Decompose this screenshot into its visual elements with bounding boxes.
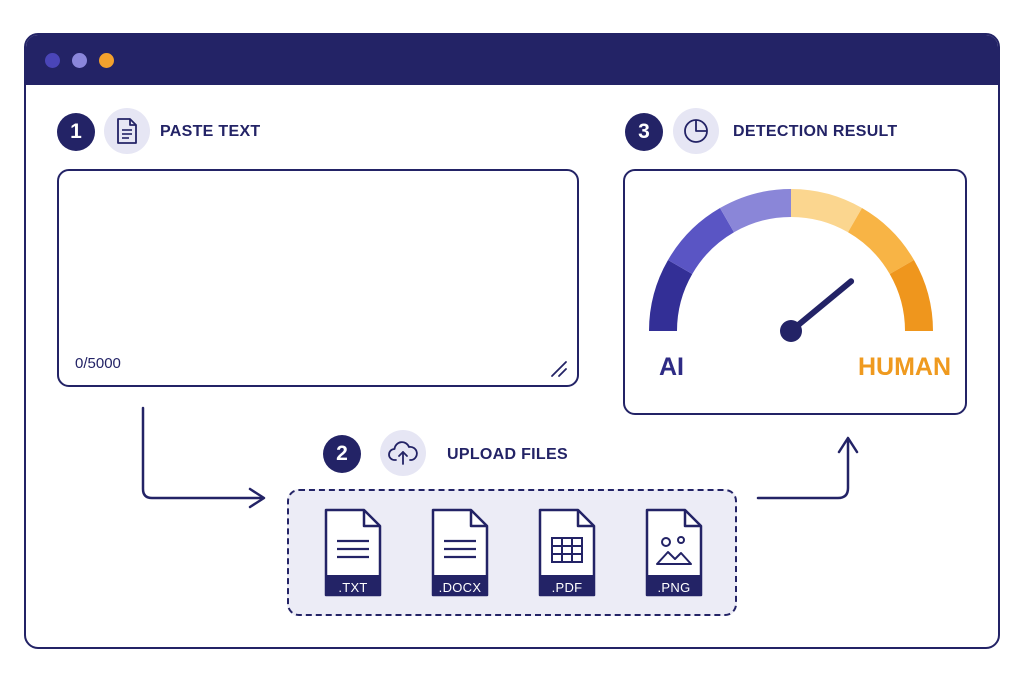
gauge-segment-human-mid [848,208,914,274]
arrow-paste-to-upload [141,406,264,500]
upload-files-heading: UPLOAD FILES [447,446,568,463]
detection-gauge [649,189,933,342]
file-ext-label: .PNG [657,580,691,595]
window-dot-2[interactable] [72,53,87,68]
gauge-segment-ai-mid [668,208,734,274]
arrow-upload-to-result [756,438,850,500]
pdf-file[interactable]: .PDF [537,507,597,598]
file-ext-label: .TXT [338,580,368,595]
gauge-hub [780,320,802,342]
resize-handle-icon[interactable] [550,360,568,378]
gauge-segment-ai-dark [649,260,693,331]
table-file-icon [551,537,583,563]
step-2-badge: 2 [323,435,361,473]
docx-file[interactable]: .DOCX [430,507,490,598]
gauge-segment-human-dark [889,260,933,331]
human-label: HUMAN [858,353,952,381]
text-input-area[interactable] [57,169,579,387]
document-icon [104,108,150,154]
docx-file-icon [444,539,476,559]
character-count: 0/5000 [75,355,121,372]
png-file[interactable]: .PNG [644,507,704,598]
pie-chart-icon [673,108,719,154]
window-dot-3[interactable] [99,53,114,68]
gauge-needle [788,278,855,334]
detection-result-heading: DETECTION RESULT [733,123,898,140]
step-3-badge: 3 [625,113,663,151]
image-file-icon [656,536,692,565]
window-dot-1[interactable] [45,53,60,68]
text-file-icon [337,539,369,559]
txt-file[interactable]: .TXT [323,507,383,598]
file-ext-label: .DOCX [438,580,482,595]
file-ext-label: .PDF [551,580,583,595]
cloud-upload-icon [380,430,426,476]
title-bar [26,35,998,85]
gauge-segment-human-light [791,189,862,233]
ai-label: AI [659,353,684,381]
paste-text-heading: PASTE TEXT [160,123,261,140]
step-1-badge: 1 [57,113,95,151]
gauge-segment-ai-light [720,189,791,233]
